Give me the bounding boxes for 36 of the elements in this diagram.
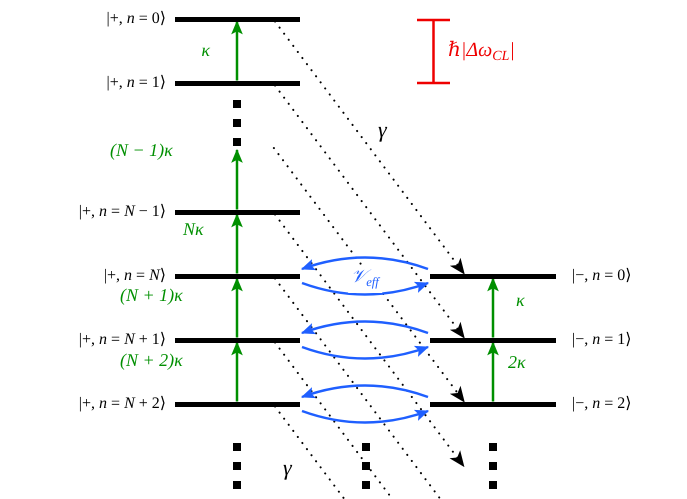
state-label: |−, n = 0⟩	[572, 266, 632, 286]
state-label: |−, n = 2⟩	[572, 394, 632, 414]
arrow	[231, 213, 243, 274]
scale-label: ℏ|Δω$_{CL}$|	[448, 38, 515, 66]
arrow	[300, 384, 428, 398]
edge-label: (N − 1)κ	[110, 139, 173, 161]
edge-label: κ	[201, 39, 210, 61]
state-label: |+, n = 1⟩	[106, 73, 166, 93]
dotted-arrow	[274, 84, 465, 339]
edge-label: κ	[516, 289, 525, 311]
edge-label: (N + 1)κ	[120, 284, 183, 306]
arrow	[231, 341, 243, 402]
edge-label: Nκ	[183, 218, 204, 240]
dotted-arrow	[272, 147, 465, 403]
edge-label: (N + 2)κ	[120, 349, 183, 371]
arrow	[487, 277, 499, 338]
arrow	[300, 320, 428, 334]
arrow	[231, 20, 243, 80]
arrow	[231, 148, 243, 210]
arrow	[231, 277, 243, 338]
edge-label: 2κ	[508, 351, 526, 373]
state-label: |+, n = N + 2⟩	[78, 394, 166, 414]
arrow	[487, 341, 499, 402]
state-label: |−, n = 1⟩	[572, 330, 632, 350]
dotted-arrow	[274, 214, 465, 468]
arrow	[302, 410, 430, 424]
state-label: |+, n = N⟩	[104, 266, 166, 286]
rate-label: γ	[283, 456, 292, 480]
rate-label: γ	[378, 118, 387, 142]
state-label: |+, n = N + 1⟩	[78, 330, 166, 350]
state-label: |+, n = N − 1⟩	[78, 202, 166, 222]
arrow	[302, 346, 430, 360]
arrow	[300, 256, 428, 270]
state-label: |+, n = 0⟩	[106, 9, 166, 29]
dotted-arrow	[274, 20, 465, 275]
arrow	[302, 282, 430, 296]
